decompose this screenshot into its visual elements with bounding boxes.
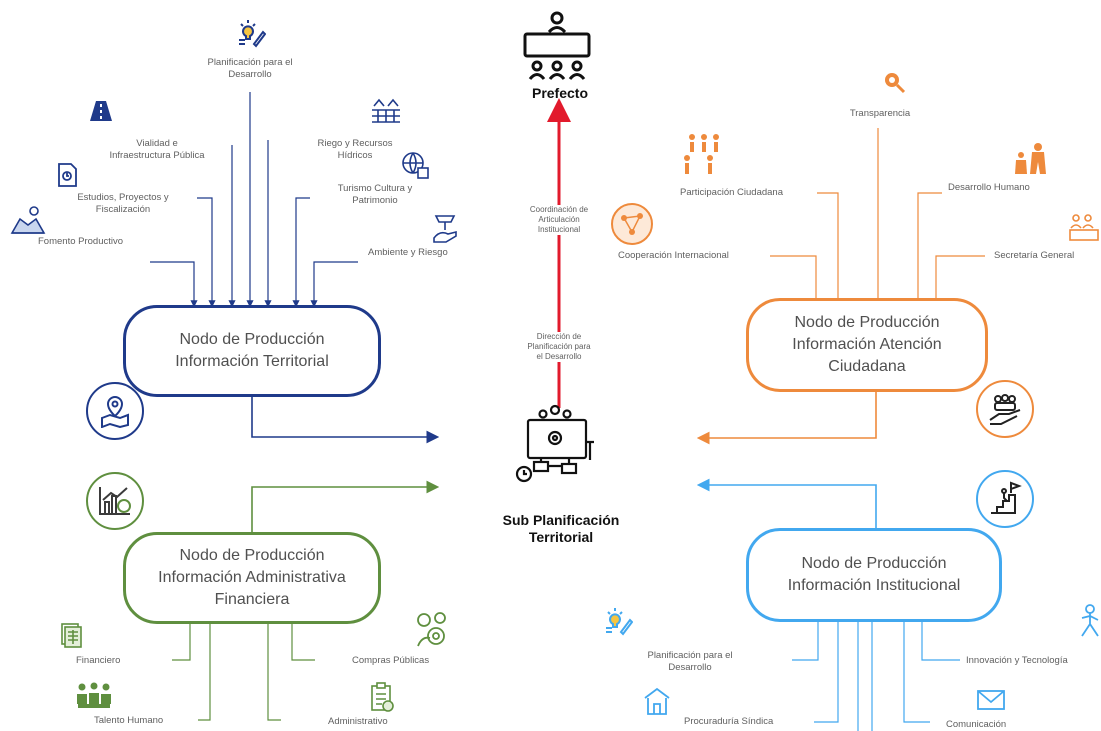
territorial-item-riego: Riego y Recursos Hídricos xyxy=(317,138,393,161)
node-administrativa-label: Nodo de Producción Información Administr… xyxy=(158,547,346,608)
atencion-item-transparencia: Transparencia xyxy=(849,108,911,119)
institucional-item-innovacion: Innovación y Tecnología xyxy=(966,655,1068,666)
node-territorial-label: Nodo de Producción Información Territori… xyxy=(175,331,329,370)
road-icon xyxy=(88,98,114,122)
territorial-item-estudios: Estudios, Proyectos y Fiscalización xyxy=(77,192,169,215)
chart-money-icon xyxy=(86,472,144,530)
atencion-item-desarrollo: Desarrollo Humano xyxy=(948,182,1030,193)
administrativa-item-financiero: Financiero xyxy=(76,655,121,666)
magnifier-icon xyxy=(882,70,906,94)
institucional-item-planificacion: Planificación para el Desarrollo xyxy=(647,650,733,673)
administrativa-item-talento: Talento Humano xyxy=(94,715,164,726)
globe-network-icon xyxy=(610,202,654,246)
culture-icon xyxy=(400,150,430,180)
institucional-item-procuraduria: Procuraduría Síndica xyxy=(684,716,774,727)
envelope-icon xyxy=(976,688,1006,712)
territorial-item-turismo: Turismo Cultura y Patrimonio xyxy=(337,183,413,206)
atencion-item-cooperacion: Cooperación Internacional xyxy=(618,250,729,261)
atencion-item-participacion: Participación Ciudadana xyxy=(680,187,783,198)
idea-chart-icon xyxy=(236,18,267,48)
environment-hand-icon xyxy=(430,212,460,246)
institucional-item-comunicacion: Comunicación xyxy=(946,719,1007,730)
idea-chart-icon xyxy=(603,606,634,636)
node-territorial[interactable]: Nodo de Producción Información Territori… xyxy=(123,305,381,397)
building-icon xyxy=(642,686,672,716)
node-atencion-label: Nodo de Producción Información Atención … xyxy=(792,314,942,375)
node-institucional[interactable]: Nodo de Producción Información Instituci… xyxy=(746,528,1002,622)
node-administrativa[interactable]: Nodo de Producción Información Administr… xyxy=(123,532,381,624)
territorial-item-ambiente: Ambiente y Riesgo xyxy=(368,247,448,258)
compras-gear-icon xyxy=(410,610,456,650)
center-title: Sub Planificación Territorial xyxy=(502,512,620,545)
document-icon xyxy=(56,162,78,188)
stairs-flag-icon xyxy=(976,470,1034,528)
group-icon xyxy=(1068,212,1101,242)
community-hand-icon xyxy=(976,380,1034,438)
finance-sheet-icon xyxy=(60,622,82,648)
node-atencion[interactable]: Nodo de Producción Información Atención … xyxy=(746,298,988,392)
atencion-item-secretaria: Secretaría General xyxy=(994,250,1075,261)
irrigation-icon xyxy=(370,98,402,126)
coordinacion-label: Coordinación de Articulación Institucion… xyxy=(506,205,612,235)
caregiver-icon xyxy=(1010,142,1050,176)
territorial-item-planificacion: Planificación para el Desarrollo xyxy=(207,57,293,80)
administrativa-item-administrativo: Administrativo xyxy=(328,716,388,727)
admin-clipboard-icon xyxy=(370,682,394,712)
direccion-label: Dirección de Planificación para el Desar… xyxy=(506,332,612,362)
prefecto-icon xyxy=(520,8,594,80)
administrativa-item-compras: Compras Públicas xyxy=(352,655,430,666)
center-planning-icon xyxy=(510,402,600,490)
farmer-icon xyxy=(10,205,46,235)
team-table-icon xyxy=(74,682,114,710)
node-institucional-label: Nodo de Producción Información Instituci… xyxy=(787,555,961,594)
prefecto-title: Prefecto xyxy=(531,85,589,101)
territorial-item-vialidad: Vialidad e Infraestructura Pública xyxy=(109,138,205,161)
map-pin-icon xyxy=(86,382,144,440)
people-icon xyxy=(680,132,726,176)
innovation-person-icon xyxy=(1076,604,1101,638)
territorial-item-fomento: Fomento Productivo xyxy=(38,236,124,247)
